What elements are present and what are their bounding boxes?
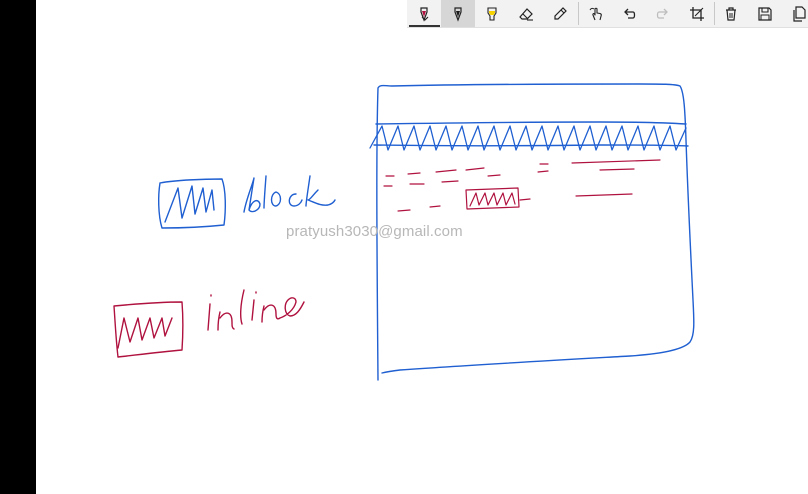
- block-word: [243, 175, 336, 213]
- black-pen-tool[interactable]: [441, 0, 475, 27]
- toolbar-separator: [714, 2, 715, 25]
- eraser-icon: [519, 7, 533, 21]
- redo-button[interactable]: [646, 0, 680, 27]
- window-outline: [376, 83, 695, 381]
- copy-button[interactable]: [782, 0, 808, 27]
- trash-icon: [726, 6, 736, 21]
- inline-element-sketch: [465, 187, 520, 210]
- eraser-tool[interactable]: [509, 0, 543, 27]
- undo-icon: [624, 8, 636, 19]
- block-box: [157, 178, 227, 229]
- inline-box: [113, 301, 184, 358]
- chevron-down-icon: [421, 16, 429, 22]
- pencil-icon: [554, 6, 567, 20]
- highlighter-icon: [487, 6, 497, 21]
- delete-button[interactable]: [714, 0, 748, 27]
- selected-tool-indicator: [409, 25, 440, 27]
- save-button[interactable]: [748, 0, 782, 27]
- ink-toolbar: [407, 0, 808, 28]
- red-pen-tool[interactable]: [407, 0, 441, 27]
- save-icon: [758, 6, 772, 21]
- inline-word: [207, 289, 305, 331]
- header-bar-outline: [373, 121, 689, 147]
- touch-writing-icon: [589, 7, 602, 20]
- toolbar-separator: [578, 2, 579, 25]
- email-watermark: pratyush3030@gmail.com: [286, 223, 463, 240]
- block-example: [157, 175, 336, 229]
- inline-hatch: [117, 317, 173, 349]
- touch-writing-tool[interactable]: [579, 0, 613, 27]
- left-black-bar: [0, 0, 36, 494]
- undo-button[interactable]: [612, 0, 646, 27]
- redo-icon: [656, 8, 668, 19]
- window-sketch: [369, 83, 695, 381]
- copy-icon: [793, 5, 806, 22]
- pen-icon: [454, 6, 462, 22]
- inline-example: [113, 289, 305, 358]
- header-bar-hatch: [369, 125, 687, 151]
- pencil-tool[interactable]: [543, 0, 577, 27]
- crop-tool[interactable]: [680, 0, 714, 27]
- highlighter-tool[interactable]: [475, 0, 509, 27]
- crop-icon: [690, 6, 704, 21]
- block-hatch: [164, 185, 215, 223]
- content-lines: [383, 159, 661, 212]
- pen-icon: [420, 6, 428, 22]
